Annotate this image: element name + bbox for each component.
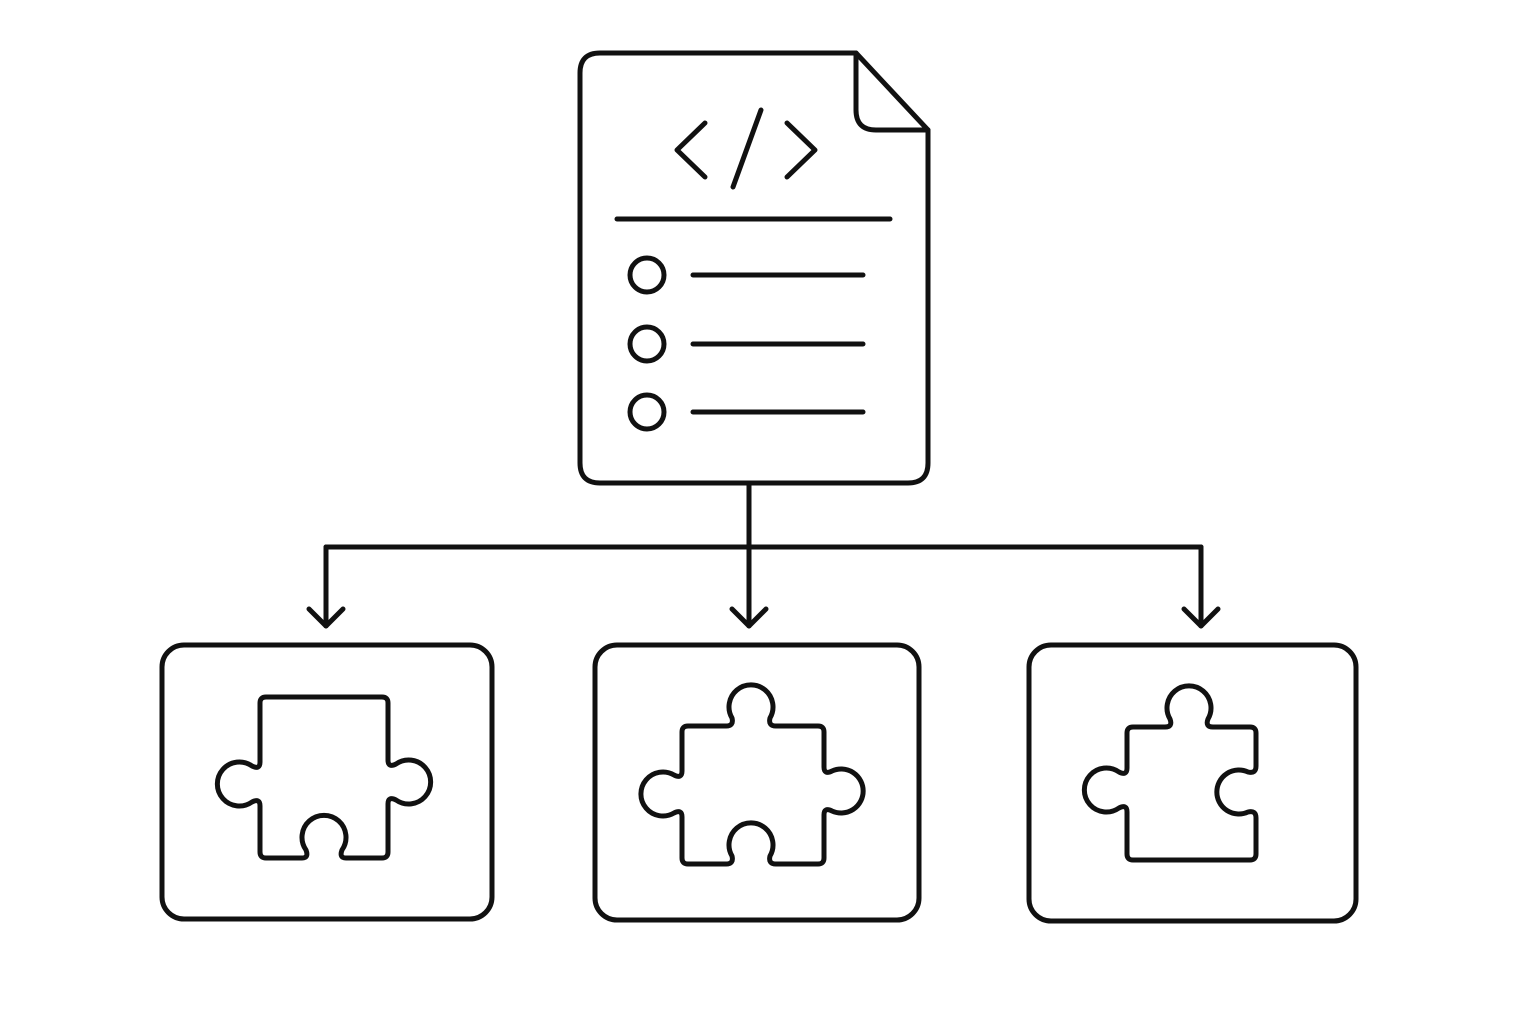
list-item bbox=[627, 392, 866, 432]
bullet-icon bbox=[627, 392, 667, 432]
list-item bbox=[627, 324, 866, 364]
bullet-icon bbox=[627, 324, 667, 364]
puzzle-piece-icon bbox=[638, 682, 866, 867]
code-brackets-icon bbox=[674, 107, 818, 190]
document-list bbox=[627, 255, 866, 432]
arrow-down-icon bbox=[729, 544, 769, 629]
code-document-icon bbox=[577, 50, 931, 486]
module-card bbox=[592, 642, 922, 923]
arrow-down-icon bbox=[306, 544, 346, 629]
arrow-down-icon bbox=[1181, 544, 1221, 629]
module-frame bbox=[1026, 642, 1359, 924]
bullet-icon bbox=[627, 255, 667, 295]
module-card bbox=[1026, 642, 1359, 924]
puzzle-piece-icon bbox=[214, 694, 434, 861]
branching-arrows-icon bbox=[306, 482, 1221, 629]
puzzle-piece-icon bbox=[1081, 683, 1259, 863]
list-item bbox=[627, 255, 866, 295]
module-frame bbox=[592, 642, 922, 923]
document-outline bbox=[577, 50, 931, 486]
module-frame bbox=[159, 642, 495, 922]
module-card bbox=[159, 642, 495, 922]
document-fold-corner bbox=[853, 50, 931, 133]
